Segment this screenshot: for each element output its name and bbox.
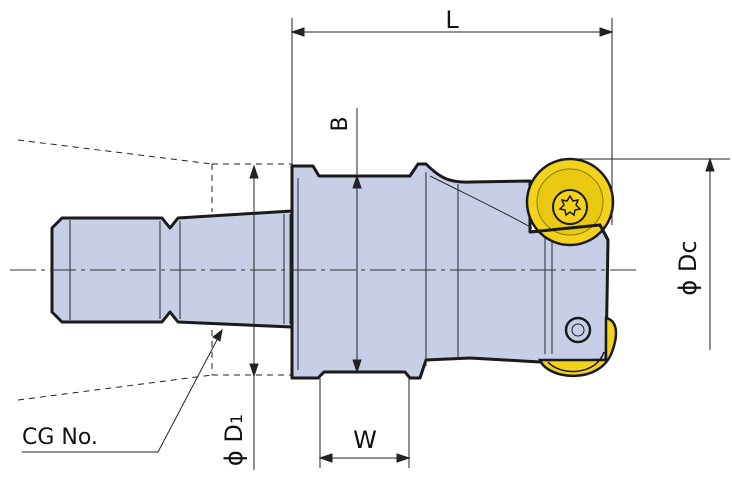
- label-b: B: [328, 116, 353, 131]
- label-cg-no: CG No.: [22, 425, 98, 450]
- dim-dc: [560, 157, 730, 350]
- cg-leader: [22, 328, 223, 453]
- shank: [50, 209, 294, 329]
- label-w: W: [353, 426, 377, 454]
- dim-b: [352, 108, 362, 374]
- label-l: L: [445, 6, 459, 34]
- shank-lines: [69, 214, 291, 324]
- top-insert: [525, 157, 615, 247]
- dim-l: [290, 18, 614, 225]
- label-dc: ϕ Dc: [674, 240, 702, 295]
- dim-d1: [249, 164, 259, 470]
- label-d1: ϕ D1: [220, 414, 248, 466]
- bottom-screw-icon: [564, 316, 592, 344]
- cg-taper-outline: [17, 139, 292, 401]
- bottom-insert: [538, 316, 618, 378]
- body-lines: [297, 172, 553, 370]
- torx-screw-icon: [552, 189, 588, 225]
- dim-w: [318, 378, 411, 468]
